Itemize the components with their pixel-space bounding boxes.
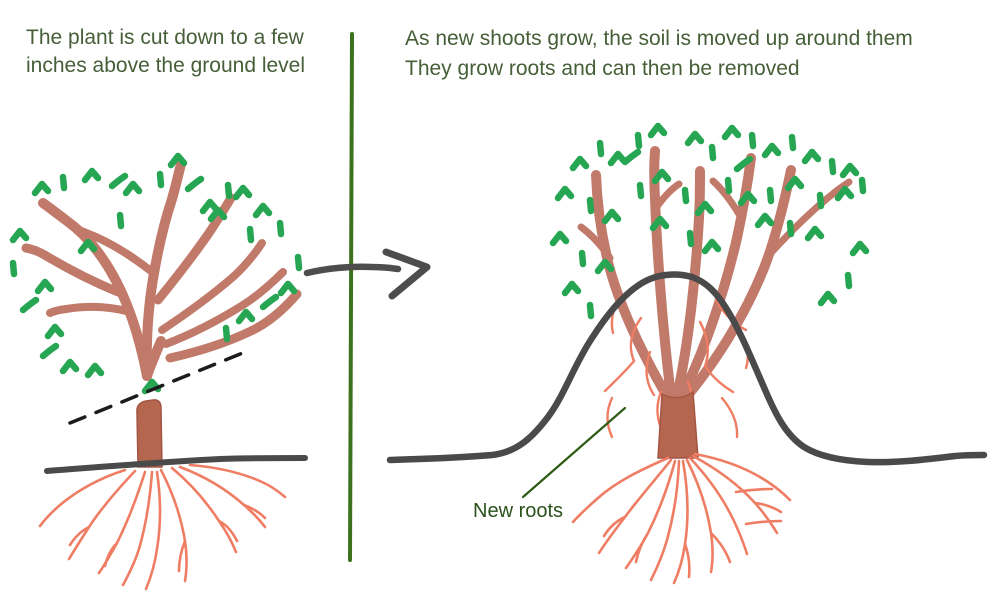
stool-deep-roots (571, 452, 792, 585)
shoot (672, 166, 705, 401)
shoot-twig (577, 223, 614, 262)
stool-shoots (577, 146, 853, 405)
cut-plant-roots (38, 463, 287, 591)
right-caption-line2: They grow roots and can then be removed (405, 57, 800, 80)
trunk-stub (136, 399, 163, 468)
cut-plant-illustration (9, 152, 308, 591)
ground-line-left (44, 455, 308, 474)
branch (158, 239, 266, 334)
cut-line (68, 350, 247, 425)
shoot (679, 165, 796, 405)
branch (21, 243, 123, 297)
new-roots-label: New roots (473, 500, 563, 522)
branch (165, 289, 302, 363)
shoot-twig (764, 178, 853, 260)
soil-mound-outline (386, 271, 988, 466)
shoot-twig (709, 177, 743, 218)
cut-plant-branches (21, 159, 302, 381)
stool-trunk (657, 390, 699, 459)
arrow-shaft (303, 263, 402, 277)
left-panel-caption: The plant is cut down to a few inches ab… (26, 26, 305, 77)
left-caption-line1: The plant is cut down to a few (26, 26, 305, 49)
branch (153, 193, 236, 305)
branch (162, 268, 287, 348)
right-caption-line1: As new shoots grow, the soil is moved up… (405, 27, 913, 50)
stooled-plant-illustration: New roots (386, 122, 988, 585)
branch (38, 198, 152, 381)
label-pointer-line (521, 406, 627, 499)
right-panel-caption: As new shoots grow, the soil is moved up… (405, 27, 913, 80)
branch (142, 336, 166, 381)
step-divider (348, 32, 354, 562)
branch (46, 303, 134, 317)
arrow-head (382, 248, 431, 300)
shoot-twig (652, 180, 683, 212)
branch (141, 159, 186, 381)
cut-plant-leaves (9, 152, 303, 395)
shoot-leaves (549, 122, 870, 320)
left-caption-line2: inches above the ground level (26, 54, 305, 77)
shoot (676, 153, 756, 403)
branch (72, 225, 155, 275)
transition-arrow (303, 248, 431, 300)
